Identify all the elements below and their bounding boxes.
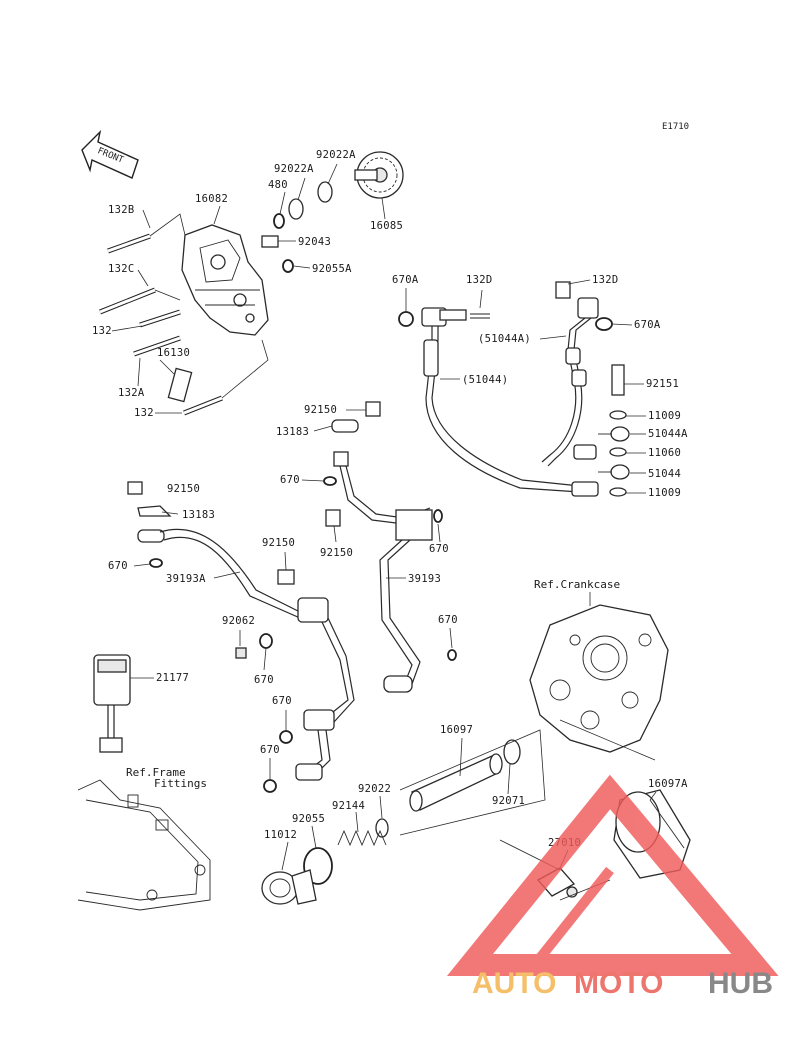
label-16082: 16082 <box>195 193 228 205</box>
label-92022a-mid: 92022A <box>274 163 314 175</box>
label-21177: 21177 <box>156 672 189 684</box>
oil-hose-51044 <box>398 307 599 497</box>
oil-pipe-39193a <box>127 481 355 793</box>
label-39193: 39193 <box>408 573 441 585</box>
watermark-triangle-icon <box>446 774 779 976</box>
banjo-51044 <box>610 464 630 480</box>
label-92043: 92043 <box>298 236 331 248</box>
label-92150-mid: 92150 <box>304 404 337 416</box>
label-51044: 51044 <box>648 468 681 480</box>
diagram-code: E1710 <box>662 122 689 132</box>
oil-filter-element-16097 <box>409 753 503 812</box>
washer-92022a <box>288 198 304 220</box>
label-670a-left: 670A <box>392 274 419 286</box>
washer-11009-bottom <box>609 487 627 497</box>
label-92150-center: 92150 <box>320 547 353 559</box>
label-132a: 132A <box>118 387 145 399</box>
label-670-c: 670 <box>260 744 280 756</box>
washer-92022 <box>375 818 389 838</box>
front-arrow-icon: FRONT <box>81 129 139 179</box>
label-92151: 92151 <box>646 378 679 390</box>
label-670-leftpipe: 670 <box>108 560 128 572</box>
label-670-far: 670 <box>438 614 458 626</box>
label-132-a: 132 <box>92 325 112 337</box>
oil-pipe-39193 <box>323 401 457 693</box>
o-ring-92071 <box>503 739 521 765</box>
label-670-b: 670 <box>272 695 292 707</box>
label-16130: 16130 <box>157 347 190 359</box>
watermark-auto: AUTO <box>472 967 556 1000</box>
label-132b: 132B <box>108 204 135 216</box>
label-132-b: 132 <box>134 407 154 419</box>
frame-fittings <box>77 779 211 911</box>
label-92071: 92071 <box>492 795 525 807</box>
ref-frame-line2: Fittings <box>154 777 207 790</box>
label-11012: 11012 <box>264 829 297 841</box>
label-11060: 11060 <box>648 447 681 459</box>
o-ring-92055 <box>303 847 333 885</box>
label-92022: 92022 <box>358 783 391 795</box>
watermark-moto: MOTO <box>574 967 663 1000</box>
filter-cap-11012 <box>261 869 317 905</box>
washer-11060 <box>609 447 627 457</box>
label-11009-top: 11009 <box>648 410 681 422</box>
label-92062: 92062 <box>222 615 255 627</box>
label-132c: 132C <box>108 263 135 275</box>
washer-92022a-top <box>317 181 333 203</box>
oil-hose-51044a <box>541 281 613 467</box>
label-92150-lower: 92150 <box>262 537 295 549</box>
label-16085: 16085 <box>370 220 403 232</box>
label-92022a-top: 92022A <box>316 149 356 161</box>
label-13183-left: 13183 <box>182 509 215 521</box>
banjo-bolt-92151 <box>611 364 625 396</box>
label-51044-paren: (51044) <box>462 374 508 386</box>
label-16097: 16097 <box>440 724 473 736</box>
watermark-hub: HUB <box>708 967 773 1000</box>
label-670-a: 670 <box>254 674 274 686</box>
label-16097a: 16097A <box>648 778 688 790</box>
washer-11009-top <box>609 410 627 420</box>
banjo-51044a <box>610 426 630 442</box>
automotohub-watermark: AUTO MOTO HUB <box>446 774 779 1000</box>
label-670-right: 670 <box>429 543 449 555</box>
label-92055: 92055 <box>292 813 325 825</box>
o-ring-92055a <box>282 259 294 273</box>
pin-92043 <box>261 235 279 248</box>
label-13183-mid: 13183 <box>276 426 309 438</box>
label-39193a: 39193A <box>166 573 206 585</box>
ref-frame-line1: Ref.Frame <box>126 766 186 779</box>
o-ring-480 <box>273 213 285 229</box>
pump-bolts <box>99 233 223 416</box>
label-51044a: 51044A <box>648 428 688 440</box>
crankcase-reference <box>529 604 669 753</box>
label-92055a: 92055A <box>312 263 352 275</box>
oil-pump-assembly <box>181 224 269 336</box>
ref-crankcase: Ref.Crankcase <box>534 578 620 591</box>
spring-92144 <box>337 829 387 847</box>
label-670a-right: 670A <box>634 319 661 331</box>
label-480: 480 <box>268 179 288 191</box>
oil-pressure-switch-21177 <box>93 654 131 753</box>
oil-pump-gear <box>354 151 404 199</box>
label-51044a-paren: (51044A) <box>478 333 531 345</box>
label-92150-left: 92150 <box>167 483 200 495</box>
label-132d-left: 132D <box>466 274 493 286</box>
label-92144: 92144 <box>332 800 365 812</box>
label-11009-bottom: 11009 <box>648 487 681 499</box>
label-670-mid: 670 <box>280 474 300 486</box>
label-132d-right: 132D <box>592 274 619 286</box>
